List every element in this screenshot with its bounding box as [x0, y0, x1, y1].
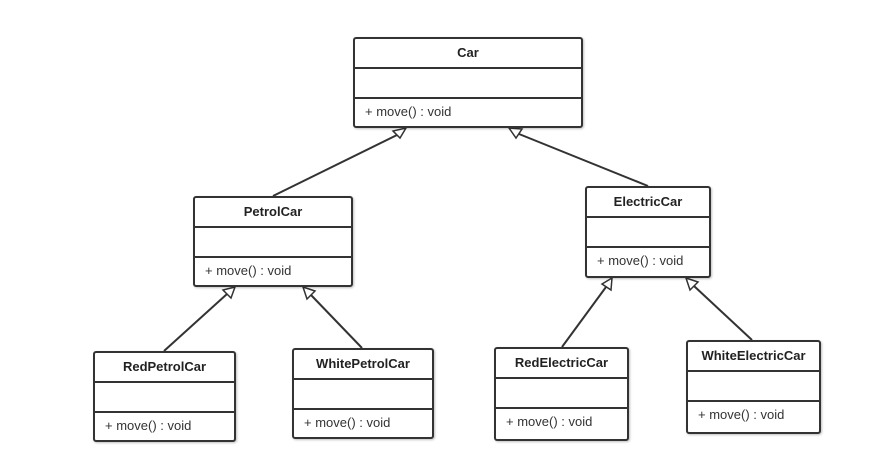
edge-petrolcar-to-car	[272, 126, 408, 197]
class-operation: + move() : void	[304, 415, 391, 430]
class-attributes	[294, 380, 432, 410]
class-redpetrolcar: RedPetrolCar + move() : void	[93, 351, 236, 442]
class-name: RedElectricCar	[496, 349, 627, 379]
class-car: Car + move() : void	[353, 37, 583, 128]
class-name: WhitePetrolCar	[294, 350, 432, 380]
class-operation: + move() : void	[105, 418, 192, 433]
class-operation: + move() : void	[365, 104, 452, 119]
class-name: WhiteElectricCar	[688, 342, 819, 372]
class-operation: + move() : void	[506, 414, 593, 429]
edge-redelectriccar-to-electriccar	[561, 276, 613, 348]
class-attributes	[355, 69, 581, 99]
class-whiteelectriccar: WhiteElectricCar + move() : void	[686, 340, 821, 434]
class-attributes	[95, 383, 234, 413]
edge-whitepetrolcar-to-petrolcar	[301, 285, 363, 349]
class-electriccar: ElectricCar + move() : void	[585, 186, 711, 278]
class-operation: + move() : void	[205, 263, 292, 278]
class-name: Car	[355, 39, 581, 69]
class-name: PetrolCar	[195, 198, 351, 228]
class-name: RedPetrolCar	[95, 353, 234, 383]
edge-redpetrolcar-to-petrolcar	[163, 285, 237, 352]
class-attributes	[587, 218, 709, 248]
class-petrolcar: PetrolCar + move() : void	[193, 196, 353, 287]
class-attributes	[195, 228, 351, 258]
edge-whiteelectriccar-to-electriccar	[684, 276, 753, 341]
class-attributes	[688, 372, 819, 402]
class-whitepetrolcar: WhitePetrolCar + move() : void	[292, 348, 434, 439]
class-operation: + move() : void	[698, 407, 785, 422]
edge-electriccar-to-car	[507, 127, 649, 187]
class-redelectriccar: RedElectricCar + move() : void	[494, 347, 629, 441]
class-name: ElectricCar	[587, 188, 709, 218]
class-attributes	[496, 379, 627, 409]
class-operation: + move() : void	[597, 253, 684, 268]
